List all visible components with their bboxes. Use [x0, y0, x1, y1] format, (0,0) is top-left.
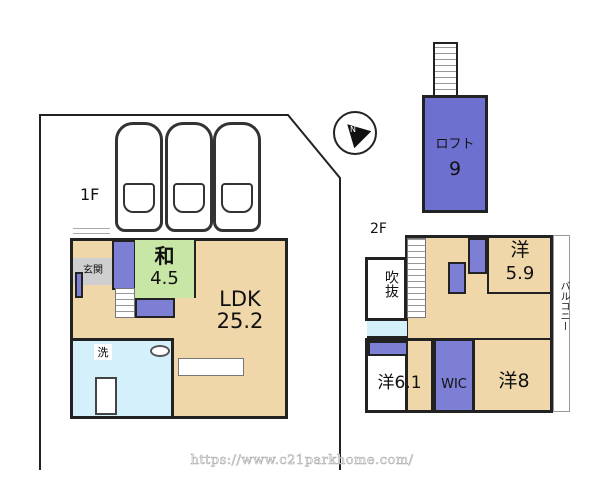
- loft-ladder: [433, 42, 458, 97]
- compass-icon: N: [333, 111, 377, 155]
- washitsu: 和 4.5: [135, 240, 196, 298]
- closet: [112, 240, 136, 290]
- shoe-closet: [75, 272, 83, 298]
- stairs: [115, 288, 135, 318]
- loft: ロフト 9: [422, 95, 488, 213]
- sink: [150, 345, 170, 357]
- parking-car-icon: [165, 122, 213, 232]
- parking-car-icon: [115, 122, 163, 232]
- fukinuke: 吹抜: [365, 257, 407, 321]
- ldk-label: LDK 25.2: [216, 287, 264, 334]
- floor2-label: 2F: [370, 221, 387, 237]
- parking-car-icon: [213, 122, 261, 232]
- stairs-2f: [407, 238, 426, 318]
- watermark: https://www.c21parkhome.com/: [190, 453, 414, 468]
- senmen: 洗: [94, 344, 112, 360]
- oshiire: [135, 298, 175, 318]
- toilet-2f: [367, 321, 407, 338]
- bathtub: [95, 377, 117, 415]
- wic: WIC: [433, 338, 475, 413]
- kitchen-counter: [178, 358, 244, 376]
- room-west-5-9: 洋 5.9: [487, 237, 551, 294]
- floor1-label: 1F: [80, 185, 100, 204]
- closet-2f: [468, 238, 487, 274]
- room-west-6-1: 洋6.1: [365, 338, 433, 413]
- balcony: バルコニー: [553, 235, 570, 412]
- closet-2f: [448, 262, 466, 294]
- closet-2f: [368, 341, 408, 356]
- room-west-8: 洋8: [475, 338, 553, 413]
